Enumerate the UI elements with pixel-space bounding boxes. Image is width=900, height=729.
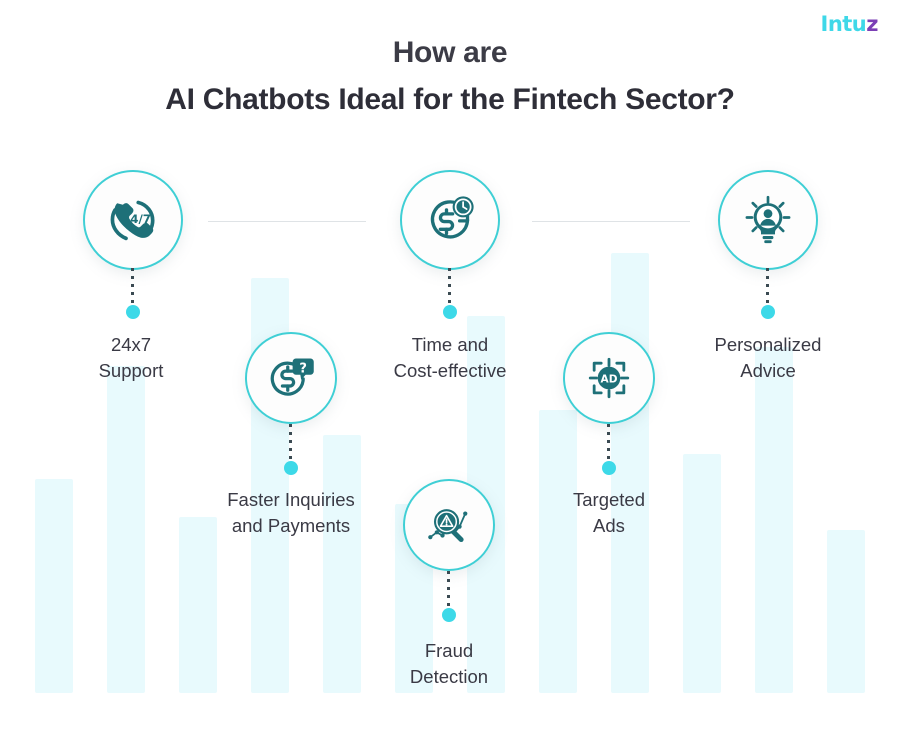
node-label-personalized-advice: Personalized Advice <box>714 334 822 382</box>
icon-circle-targeted-ads[interactable]: AD <box>563 332 655 424</box>
intuz-logo: Intuz <box>821 14 879 35</box>
node-label-support: 24x7 Support <box>98 334 164 382</box>
icon-badge-text: AD <box>601 373 618 385</box>
connector-dot <box>602 461 616 475</box>
connector-dot <box>442 608 456 622</box>
node-label-faster-inquiries: Faster Inquiries and Payments <box>227 489 355 537</box>
background-bar <box>107 366 145 693</box>
lightbulb-person-icon <box>741 193 795 247</box>
connector-dot <box>284 461 298 475</box>
icon-badge-text: ? <box>299 361 307 376</box>
node-label-targeted-ads: Targeted Ads <box>573 489 645 537</box>
connector-dot <box>761 305 775 319</box>
icon-circle-time-cost[interactable] <box>400 170 500 270</box>
dotted-connector <box>447 571 450 609</box>
connector-line-left <box>208 221 366 222</box>
background-bar <box>35 479 73 693</box>
connector-line-right <box>532 221 690 222</box>
connector-dot <box>443 305 457 319</box>
icon-circle-faster-inquiries[interactable]: ? <box>245 332 337 424</box>
icon-circle-fraud-detection[interactable] <box>403 479 495 571</box>
dotted-connector <box>289 424 292 462</box>
dotted-connector <box>131 268 134 308</box>
dotted-connector <box>607 424 610 462</box>
dollar-clock-icon <box>422 192 478 248</box>
dotted-connector <box>766 268 769 308</box>
icon-ring <box>245 332 337 424</box>
logo-text-primary: Intu <box>820 12 867 36</box>
phone-247-icon: 24/7 <box>105 192 161 248</box>
page-title: How are AI Chatbots Ideal for the Fintec… <box>0 34 900 118</box>
title-line-2: AI Chatbots Ideal for the Fintech Sector… <box>165 82 735 116</box>
node-label-time-cost: Time and Cost-effective <box>393 334 507 382</box>
magnifier-warning-icon <box>423 499 475 551</box>
connector-dot <box>126 305 140 319</box>
background-bar <box>755 347 793 693</box>
background-bar <box>827 529 865 693</box>
icon-ring <box>563 332 655 424</box>
dotted-connector <box>448 268 451 308</box>
logo-text-accent: z <box>866 12 878 36</box>
dollar-question-chat-icon: ? <box>265 352 317 404</box>
background-bar <box>179 517 217 693</box>
node-label-fraud-detection: Fraud Detection <box>409 640 489 688</box>
title-line-1: How are <box>392 36 508 69</box>
background-bar <box>611 253 649 693</box>
ad-target-icon: AD <box>584 353 634 403</box>
icon-badge-text: 24/7 <box>122 212 151 226</box>
icon-circle-support[interactable]: 24/7 <box>83 170 183 270</box>
icon-circle-personalized-advice[interactable] <box>718 170 818 270</box>
